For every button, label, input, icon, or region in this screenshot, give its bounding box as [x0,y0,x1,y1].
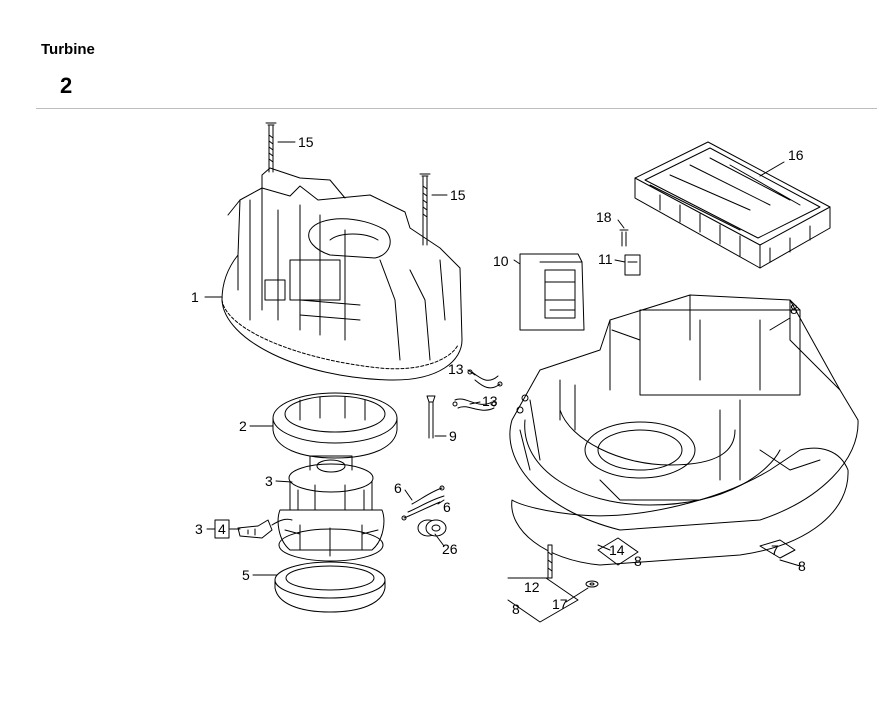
callout-4: 4 [218,521,226,537]
part-1-cover [221,167,463,381]
part-4-connector [237,518,293,539]
callout-1: 1 [191,289,199,305]
callout-14: 14 [609,542,625,558]
label-brackets [214,519,796,623]
part-26-grommet [417,519,447,537]
callout-18: 18 [596,209,612,225]
callout-2: 2 [239,418,247,434]
part-12-screw [547,544,553,579]
part-2-ring [272,392,398,459]
callout-3-a: 3 [265,473,273,489]
callout-15-b: 15 [450,187,466,203]
part-7-gasket [511,447,849,566]
callout-6-b: 6 [443,499,451,515]
callout-6-a: 6 [394,480,402,496]
callout-13-a: 13 [448,361,464,377]
part-18-screw [619,229,629,247]
figure-number: 2 [60,73,73,98]
callout-16: 16 [788,147,804,163]
callout-8-d: 8 [512,601,520,617]
page-title: Turbine [41,41,95,58]
callout-12: 12 [524,579,540,595]
leader-lines [204,141,801,603]
part-3-motor [277,455,385,562]
header-divider [36,108,877,109]
part-15-screw-a [265,122,277,173]
callout-15-a: 15 [298,134,314,150]
part-15-screw-b [419,173,431,246]
part-10-panel [519,253,585,331]
callout-26: 26 [442,541,458,557]
callout-11: 11 [598,251,613,267]
part-8-housing [509,294,859,531]
callout-8-a: 8 [790,301,798,317]
callout-13-b: 13 [482,393,498,409]
callout-3-b: 3 [195,521,203,537]
callout-17: 17 [552,596,568,612]
part-13-cables [452,369,503,411]
part-6-cables [401,485,445,521]
callout-9: 9 [449,428,457,444]
part-11-clip [624,254,641,276]
part-17-nut [585,580,599,588]
callout-8-b: 8 [634,553,642,569]
callout-10: 10 [493,253,509,269]
part-9-screw [426,395,436,439]
callout-5: 5 [242,567,250,583]
callout-7: 7 [771,542,779,558]
callout-8-c: 8 [798,558,806,574]
part-16-filter [634,141,831,269]
callout-labels: 15 15 1 16 18 10 11 8 13 13 2 9 3 6 6 3 … [191,134,806,617]
part-5-base-ring [274,561,386,613]
